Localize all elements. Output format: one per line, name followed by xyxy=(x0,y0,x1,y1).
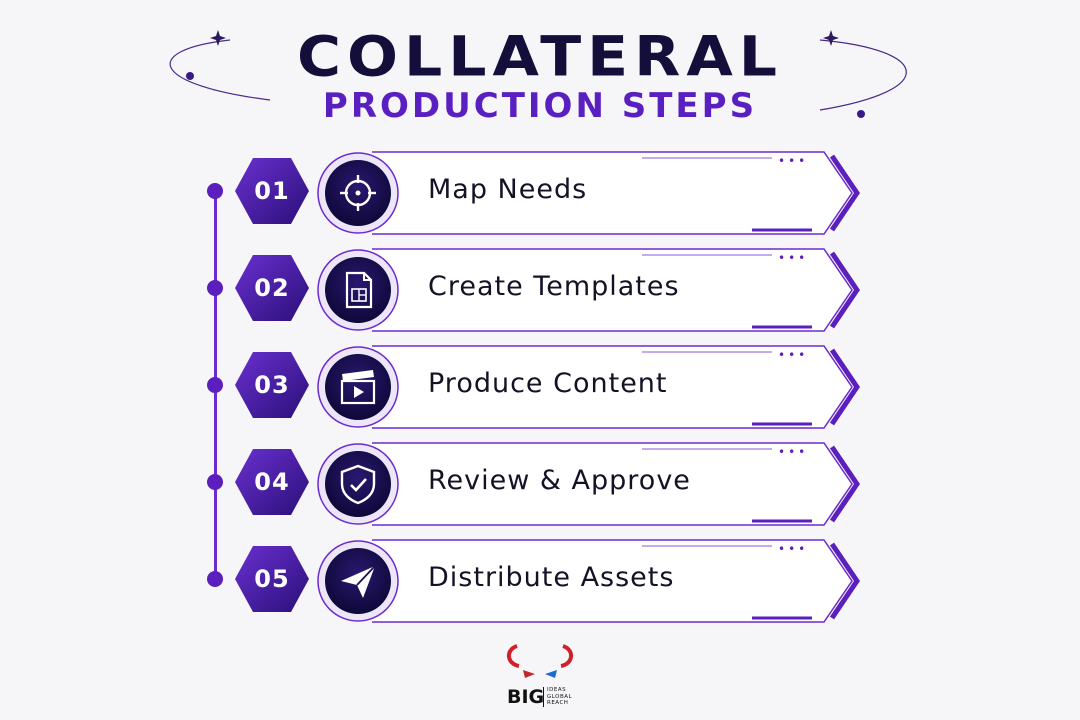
step-number: 05 xyxy=(254,565,290,593)
step-item: 03 Produce Content ••• xyxy=(0,344,1080,430)
orbit-dot xyxy=(186,72,194,80)
step-label: Distribute Assets xyxy=(428,562,675,593)
step-item: 02 Create Templates ••• xyxy=(0,247,1080,333)
step-number-hexagon: 04 xyxy=(234,447,310,517)
card-dots-decoration: ••• xyxy=(778,542,809,556)
logo-tagline-line: IDEAS xyxy=(547,687,567,693)
step-card xyxy=(312,344,860,430)
timeline-dot xyxy=(207,183,223,199)
crosshair-icon xyxy=(316,151,400,235)
step-number-hexagon: 03 xyxy=(234,350,310,420)
step-number: 01 xyxy=(254,177,290,205)
step-item: 01 Map Needs ••• xyxy=(0,150,1080,236)
horns-eyes-icon xyxy=(507,644,573,678)
step-item: 04 Review & Approve ••• xyxy=(0,441,1080,527)
clapperboard-icon xyxy=(316,345,400,429)
orbit-dot xyxy=(857,110,865,118)
document-template-icon xyxy=(316,248,400,332)
card-dots-decoration: ••• xyxy=(778,445,809,459)
step-number: 03 xyxy=(254,371,290,399)
step-number-hexagon: 05 xyxy=(234,544,310,614)
title-area: COLLATERAL PRODUCTION STEPS xyxy=(0,0,1080,140)
logo-tagline-line: GLOBAL xyxy=(547,693,573,700)
timeline-dot xyxy=(207,474,223,490)
shield-check-icon xyxy=(316,442,400,526)
paper-plane-icon xyxy=(316,539,400,623)
step-card xyxy=(312,247,860,333)
title-sub: PRODUCTION STEPS xyxy=(322,86,758,126)
step-card xyxy=(312,441,860,527)
step-number-hexagon: 01 xyxy=(234,156,310,226)
step-number: 04 xyxy=(254,468,290,496)
logo-tagline: IDEAS GLOBAL REACH xyxy=(543,687,572,707)
steps-list: 01 Map Needs ••• xyxy=(0,150,1080,630)
card-dots-decoration: ••• xyxy=(778,154,809,168)
card-dots-decoration: ••• xyxy=(778,251,809,265)
step-number-hexagon: 02 xyxy=(234,253,310,323)
orbit-decoration xyxy=(169,30,907,118)
step-card xyxy=(312,538,860,624)
timeline-dot xyxy=(207,571,223,587)
step-card xyxy=(312,150,860,236)
brand-logo: BIG IDEAS GLOBAL REACH xyxy=(495,636,585,714)
step-label: Review & Approve xyxy=(428,465,691,496)
logo-text: BIG xyxy=(507,686,545,708)
sparkle-icon xyxy=(210,30,226,46)
card-dots-decoration: ••• xyxy=(778,348,809,362)
step-label: Produce Content xyxy=(428,368,668,399)
timeline-dot xyxy=(207,280,223,296)
logo-tagline-line: REACH xyxy=(547,700,569,706)
step-item: 05 Distribute Assets ••• xyxy=(0,538,1080,624)
title-main: COLLATERAL xyxy=(296,24,784,90)
step-label: Map Needs xyxy=(428,174,588,205)
step-label: Create Templates xyxy=(428,271,680,302)
timeline-dot xyxy=(207,377,223,393)
step-number: 02 xyxy=(254,274,290,302)
sparkle-icon xyxy=(823,30,839,46)
